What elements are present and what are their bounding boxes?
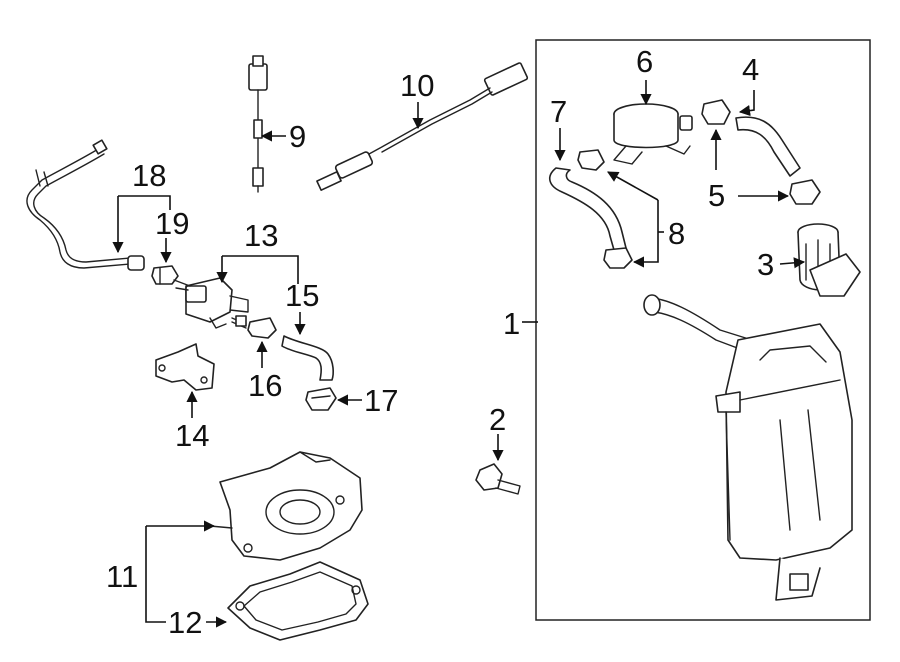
callout-12: 12: [168, 605, 202, 640]
callout-6: 6: [636, 44, 653, 79]
part-2-bolt[interactable]: [475, 463, 521, 495]
part-12-gasket[interactable]: [227, 561, 369, 641]
part-13-purge-valve[interactable]: [173, 277, 249, 329]
callout-17: 17: [364, 383, 398, 418]
part-17-clamp[interactable]: [305, 387, 337, 411]
part-4-hose[interactable]: [735, 116, 801, 177]
leader-lines: [112, 80, 806, 628]
callout-9: 9: [289, 119, 306, 154]
part-7-hose[interactable]: [549, 167, 627, 251]
part-9-sensor[interactable]: [248, 55, 268, 193]
callout-8: 8: [668, 216, 685, 251]
part-15-hose[interactable]: [281, 335, 334, 381]
part-8-clamp-lower[interactable]: [603, 247, 633, 269]
part-19-clamp[interactable]: [151, 265, 179, 285]
part-6-valve[interactable]: [613, 103, 693, 165]
callout-13: 13: [244, 218, 278, 253]
callout-19: 19: [155, 206, 189, 241]
callout-2: 2: [489, 402, 506, 437]
part-10-oxygen-sensor[interactable]: [316, 62, 529, 191]
assembly-frame: [535, 39, 871, 621]
callout-5: 5: [708, 178, 725, 213]
part-18-hose[interactable]: [26, 139, 145, 271]
callout-15: 15: [285, 278, 319, 313]
part-3-filter[interactable]: [797, 223, 861, 297]
part-16-clamp[interactable]: [247, 317, 277, 339]
part-11-module[interactable]: [209, 451, 363, 561]
callout-11: 11: [106, 559, 138, 594]
callout-3: 3: [757, 247, 774, 282]
callout-18: 18: [132, 158, 166, 193]
callout-16: 16: [248, 368, 282, 403]
part-1-canister[interactable]: [643, 294, 853, 601]
part-5-clamp-upper[interactable]: [701, 99, 731, 125]
part-8-clamp-upper[interactable]: [577, 149, 605, 171]
callout-1: 1: [503, 306, 520, 341]
callout-labels: 1 2 3 4 5 6 7 8 9 10 11 12 13 14 15 16 1…: [106, 44, 774, 640]
callout-7: 7: [550, 94, 567, 129]
callout-14: 14: [175, 418, 209, 453]
part-14-bracket[interactable]: [155, 343, 215, 391]
callout-4: 4: [742, 52, 759, 87]
callout-10: 10: [400, 68, 434, 103]
part-5-clamp-lower[interactable]: [789, 179, 821, 205]
